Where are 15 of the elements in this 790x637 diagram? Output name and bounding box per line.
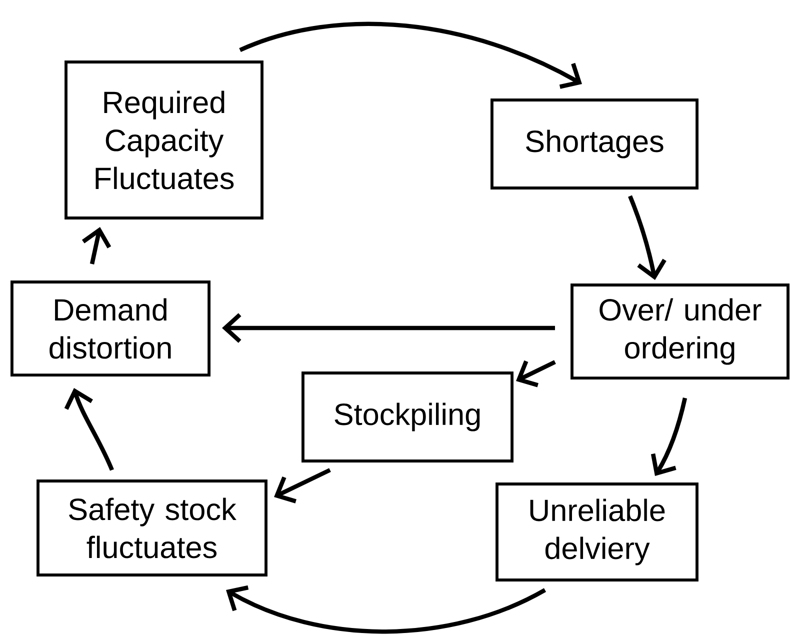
process-box: Shortages [490, 98, 698, 190]
arrow [516, 360, 556, 388]
process-box: Stockpiling [302, 372, 514, 462]
arrow [226, 585, 546, 634]
arrow [239, 22, 582, 89]
arrow [628, 195, 666, 280]
arrow [274, 468, 331, 504]
arrow [222, 313, 555, 343]
process-box: Required Capacity Fluctuates [64, 60, 264, 220]
process-box: Demand distortion [10, 280, 210, 377]
arrow [650, 398, 688, 476]
process-box: Over/ under ordering [570, 284, 790, 380]
process-box: Safety stock fluctuates [36, 480, 268, 576]
process-box: Unreliable delviery [496, 482, 698, 582]
arrow [64, 388, 114, 471]
